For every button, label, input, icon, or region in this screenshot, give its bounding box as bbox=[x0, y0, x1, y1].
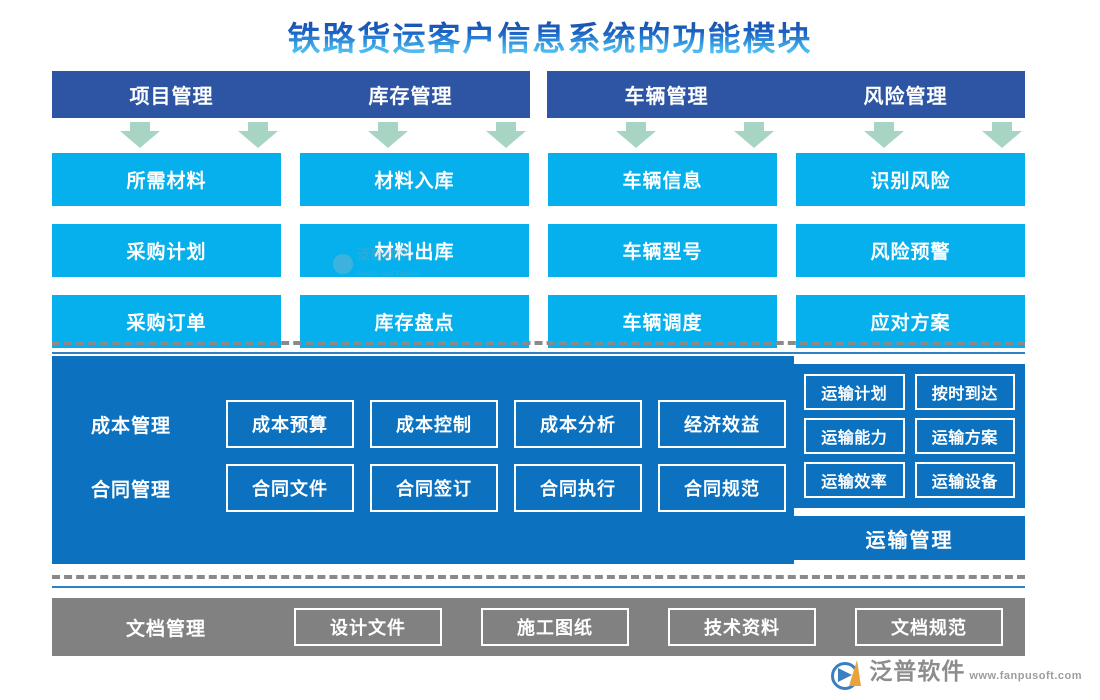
module-box-risk-warning[interactable]: 风险预警 bbox=[796, 224, 1025, 277]
down-arrow-icon-1 bbox=[120, 122, 160, 148]
divider-bottom-rule bbox=[52, 586, 1025, 588]
transport-grid: 运输计划 按时到达 运输能力 运输方案 运输效率 运输设备 bbox=[794, 364, 1025, 508]
contract-box-document[interactable]: 合同文件 bbox=[226, 464, 354, 512]
transport-box-plan[interactable]: 运输计划 bbox=[804, 374, 905, 410]
footer-box-design-file[interactable]: 设计文件 bbox=[294, 608, 442, 646]
transport-box-on-time[interactable]: 按时到达 bbox=[914, 374, 1015, 410]
page-title: 铁路货运客户信息系统的功能模块 bbox=[0, 12, 1100, 60]
transport-box-equipment[interactable]: 运输设备 bbox=[914, 462, 1015, 498]
module-box-identify-risk[interactable]: 识别风险 bbox=[796, 153, 1025, 206]
module-box-required-materials[interactable]: 所需材料 bbox=[52, 153, 281, 206]
brand-url: www.fanpusoft.com bbox=[969, 670, 1082, 682]
cost-box-budget[interactable]: 成本预算 bbox=[226, 400, 354, 448]
down-arrow-icon-3 bbox=[368, 122, 408, 148]
header-bar-right: 车辆管理 风险管理 bbox=[547, 71, 1025, 118]
cost-contract-grid: 成本管理 成本预算 成本控制 成本分析 经济效益 合同管理 合同文件 合同签订 … bbox=[52, 400, 794, 512]
down-arrow-icon-5 bbox=[616, 122, 656, 148]
header-bar-left: 项目管理 库存管理 bbox=[52, 71, 530, 118]
module-grid: 所需材料 材料入库 车辆信息 识别风险 采购计划 材料出库 车辆型号 风险预警 … bbox=[52, 153, 1025, 348]
transport-panel: 运输计划 按时到达 运输能力 运输方案 运输效率 运输设备 运输管理 bbox=[794, 364, 1025, 560]
transport-box-scheme[interactable]: 运输方案 bbox=[914, 418, 1015, 454]
cost-box-control[interactable]: 成本控制 bbox=[370, 400, 498, 448]
down-arrow-icon-4 bbox=[486, 122, 526, 148]
contract-box-execution[interactable]: 合同执行 bbox=[514, 464, 642, 512]
panel-label-contract-management: 合同管理 bbox=[90, 479, 171, 501]
transport-management-title[interactable]: 运输管理 bbox=[794, 516, 1025, 560]
module-box-vehicle-dispatch[interactable]: 车辆调度 bbox=[548, 295, 777, 348]
cost-contract-panel: 成本管理 成本预算 成本控制 成本分析 经济效益 合同管理 合同文件 合同签订 … bbox=[52, 356, 794, 564]
cost-box-economic-benefit[interactable]: 经济效益 bbox=[658, 400, 786, 448]
module-box-material-inbound[interactable]: 材料入库 bbox=[300, 153, 529, 206]
header-cell-project-management[interactable]: 项目管理 bbox=[129, 86, 214, 108]
footer-box-document-standard[interactable]: 文档规范 bbox=[855, 608, 1003, 646]
brand-name: 泛普软件 bbox=[869, 658, 966, 684]
module-box-inventory-count[interactable]: 库存盘点 bbox=[300, 295, 529, 348]
footer-label-document-management: 文档管理 bbox=[125, 618, 206, 640]
header-cell-inventory-management[interactable]: 库存管理 bbox=[368, 86, 453, 108]
down-arrow-icon-7 bbox=[864, 122, 904, 148]
cost-box-analysis[interactable]: 成本分析 bbox=[514, 400, 642, 448]
module-box-response-plan[interactable]: 应对方案 bbox=[796, 295, 1025, 348]
arrow-row bbox=[52, 122, 1025, 148]
down-arrow-icon-6 bbox=[734, 122, 774, 148]
contract-box-signing[interactable]: 合同签订 bbox=[370, 464, 498, 512]
document-management-band: 文档管理 设计文件 施工图纸 技术资料 文档规范 bbox=[52, 598, 1025, 656]
module-box-purchase-order[interactable]: 采购订单 bbox=[52, 295, 281, 348]
header-bar-row: 项目管理 库存管理 车辆管理 风险管理 bbox=[52, 71, 1025, 118]
transport-box-efficiency[interactable]: 运输效率 bbox=[804, 462, 905, 498]
footer-box-technical-material[interactable]: 技术资料 bbox=[668, 608, 816, 646]
brand-logo: 泛普软件 www.fanpusoft.com bbox=[831, 660, 1082, 692]
middle-band: 成本管理 成本预算 成本控制 成本分析 经济效益 合同管理 合同文件 合同签订 … bbox=[52, 356, 1025, 564]
footer-box-construction-drawing[interactable]: 施工图纸 bbox=[481, 608, 629, 646]
panel-label-cost-management: 成本管理 bbox=[90, 415, 171, 437]
down-arrow-icon-8 bbox=[982, 122, 1022, 148]
transport-box-capacity[interactable]: 运输能力 bbox=[804, 418, 905, 454]
down-arrow-icon-2 bbox=[238, 122, 278, 148]
contract-box-standard[interactable]: 合同规范 bbox=[658, 464, 786, 512]
fanpu-logo-icon bbox=[831, 660, 865, 692]
diagram-stage: 项目管理 库存管理 车辆管理 风险管理 所需材料 材料入库 车辆信息 识别风险 … bbox=[52, 0, 1025, 700]
divider-top-rule bbox=[52, 352, 1025, 354]
module-box-vehicle-info[interactable]: 车辆信息 bbox=[548, 153, 777, 206]
header-cell-risk-management[interactable]: 风险管理 bbox=[863, 86, 948, 108]
module-box-purchase-plan[interactable]: 采购计划 bbox=[52, 224, 281, 277]
divider-bottom bbox=[52, 575, 1025, 583]
module-box-material-outbound[interactable]: 材料出库 bbox=[300, 224, 529, 277]
module-box-vehicle-model[interactable]: 车辆型号 bbox=[548, 224, 777, 277]
divider-top bbox=[52, 341, 1025, 349]
footer-box-group: 设计文件 施工图纸 技术资料 文档规范 bbox=[280, 608, 1025, 646]
header-cell-vehicle-management[interactable]: 车辆管理 bbox=[624, 86, 709, 108]
